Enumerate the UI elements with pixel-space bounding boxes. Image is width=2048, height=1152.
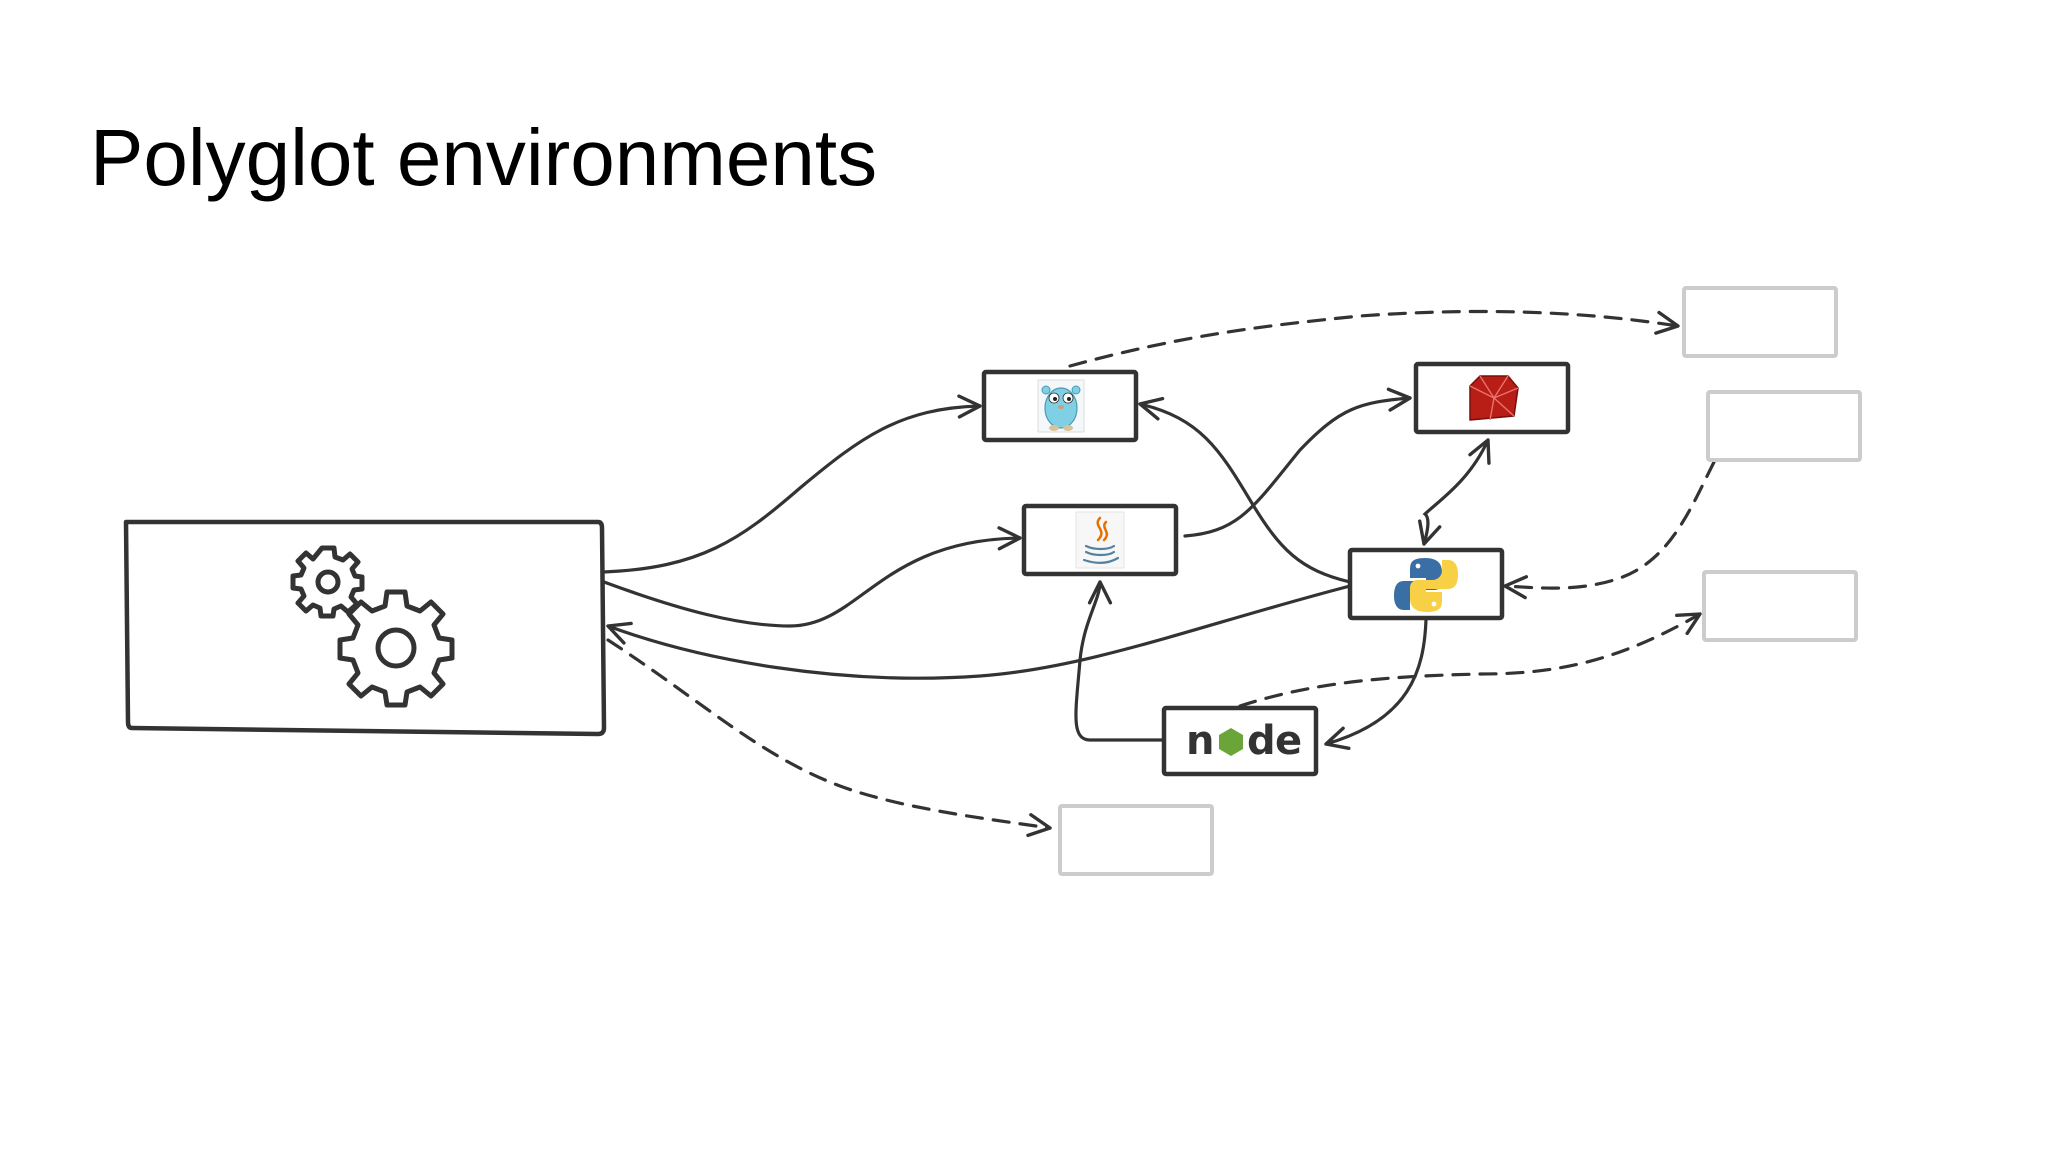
java-icon <box>1075 511 1125 569</box>
nodejs-logo-letter-d: d <box>1247 718 1276 764</box>
orchestrator-node <box>123 519 607 737</box>
edge-orchestrator-to-java <box>602 526 1022 628</box>
edge-placeholder-2-to-python <box>1503 460 1716 600</box>
python-node <box>1347 547 1505 621</box>
edge-python-to-orchestrator <box>606 584 1352 680</box>
slide-title: Polyglot environments <box>90 113 878 202</box>
edge-node-to-placeholder-3 <box>1238 612 1702 708</box>
placeholder-box-1 <box>1682 286 1838 358</box>
edge-python-to-go <box>1138 396 1352 584</box>
edge-go-to-placeholder-1 <box>1068 309 1680 368</box>
placeholder-box-4 <box>1058 804 1214 876</box>
gears-icon <box>290 545 455 708</box>
nodejs-icon: n d e <box>1186 718 1302 764</box>
edge-orchestrator-to-go <box>602 394 982 574</box>
nodejs-node: n d e <box>1161 705 1319 777</box>
go-gopher-icon <box>1037 379 1085 433</box>
edge-node-to-java <box>1074 580 1166 742</box>
placeholder-box-2 <box>1706 390 1862 462</box>
placeholder-box-3 <box>1702 570 1858 642</box>
edge-orchestrator-to-placeholder-4 <box>606 638 1052 838</box>
ruby-icon <box>1469 375 1519 421</box>
edge-ruby-python-bidirectional <box>1418 438 1491 546</box>
ruby-node <box>1413 361 1571 435</box>
nodejs-logo-letter-n: n <box>1186 718 1214 764</box>
python-icon <box>1394 558 1458 612</box>
edge-java-to-ruby <box>1183 387 1412 538</box>
edge-python-to-node <box>1324 618 1428 750</box>
java-node <box>1021 503 1179 577</box>
nodejs-logo-letter-e: e <box>1275 718 1302 764</box>
go-node <box>981 369 1139 443</box>
